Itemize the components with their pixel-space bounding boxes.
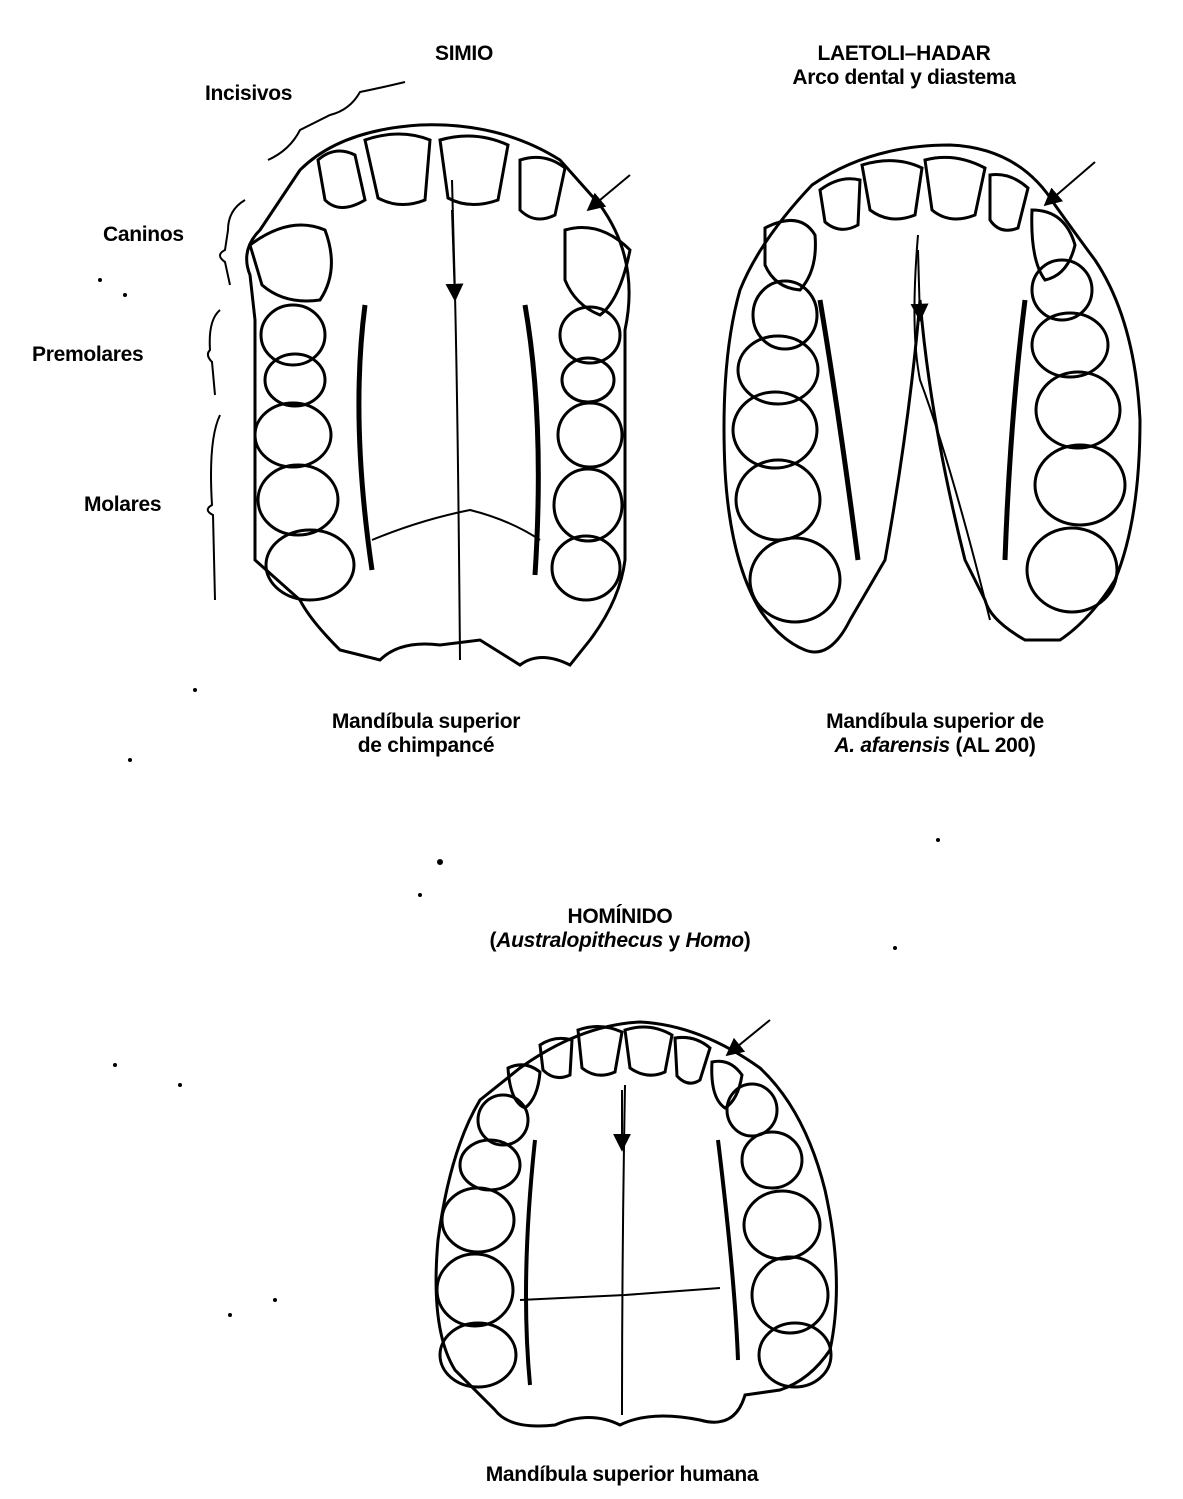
genus-conjunction: y — [663, 929, 685, 952]
hominid-heading: HOMÍNIDO (Australopithecus y Homo) — [490, 905, 751, 953]
paren-close: ) — [744, 929, 751, 952]
canines-label: Caninos — [103, 223, 184, 247]
ape-caption: Mandíbula superior de chimpancé — [332, 710, 520, 758]
ape-heading: SIMIO — [435, 42, 493, 66]
afarensis-caption: Mandíbula superior de A. afarensis (AL 2… — [826, 710, 1044, 758]
afarensis-species: A. afarensis — [834, 734, 949, 757]
hominid-title: HOMÍNIDO — [490, 905, 751, 929]
genus-homo: Homo — [685, 929, 743, 952]
chimpanzee-upper-jaw — [208, 82, 630, 665]
genus-australopithecus: Australopithecus — [496, 929, 663, 952]
afarensis-upper-jaw — [724, 145, 1140, 652]
incisors-label: Incisivos — [205, 82, 292, 106]
laetoli-title: LAETOLI–HADAR — [792, 42, 1015, 66]
premolars-label: Premolares — [32, 343, 143, 367]
afarensis-specimen: (AL 200) — [955, 734, 1035, 757]
ape-caption-line2: de chimpancé — [332, 734, 520, 758]
human-caption: Mandíbula superior humana — [486, 1463, 759, 1487]
human-upper-jaw — [436, 1020, 836, 1426]
molars-label: Molares — [84, 493, 161, 517]
hominid-genera: (Australopithecus y Homo) — [490, 929, 751, 953]
afarensis-caption-line2: A. afarensis (AL 200) — [826, 734, 1044, 758]
ape-caption-line1: Mandíbula superior — [332, 710, 520, 734]
laetoli-heading: LAETOLI–HADAR Arco dental y diastema — [792, 42, 1015, 90]
paren-open: ( — [490, 929, 497, 952]
laetoli-subtitle: Arco dental y diastema — [792, 66, 1015, 90]
afarensis-caption-line1: Mandíbula superior de — [826, 710, 1044, 734]
